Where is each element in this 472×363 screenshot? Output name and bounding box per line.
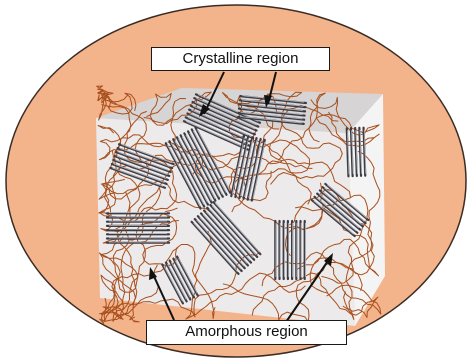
amorphous-region-label: Amorphous region (146, 320, 347, 345)
crystalline-region-label: Crystalline region (151, 47, 330, 71)
polymer-cube (96, 86, 385, 326)
